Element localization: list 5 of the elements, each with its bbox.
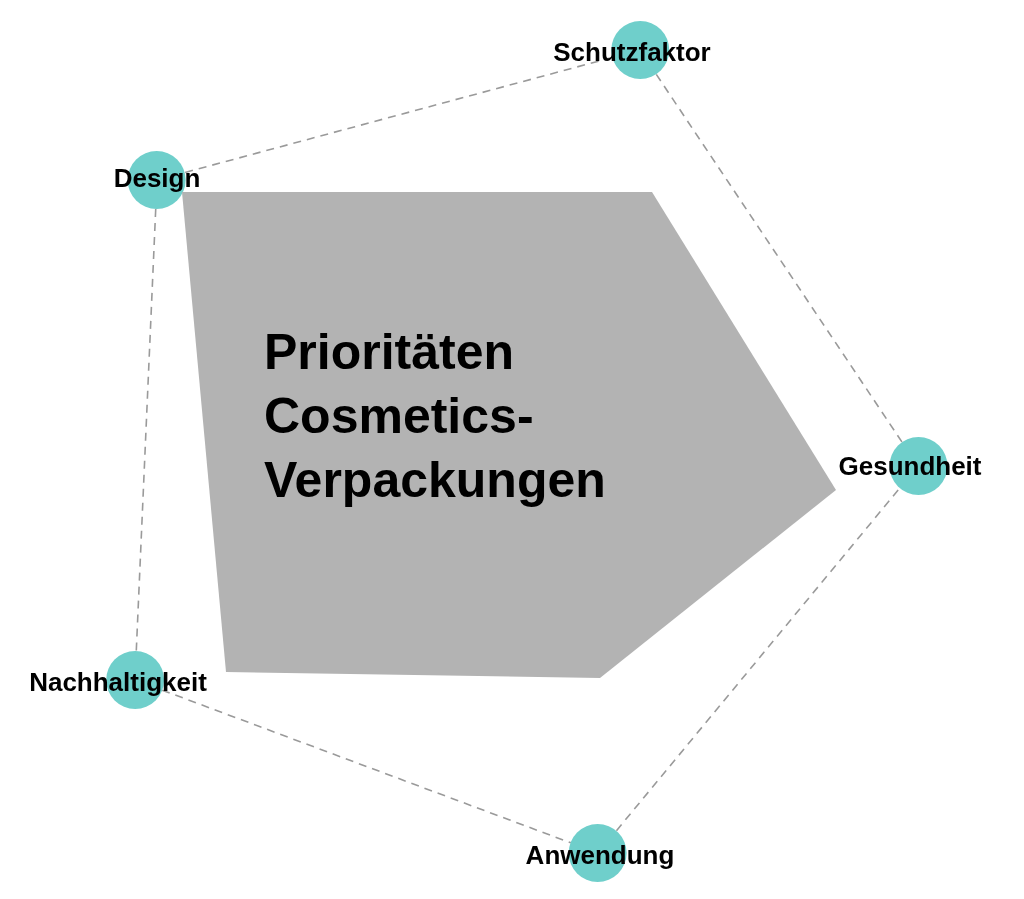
connector-line xyxy=(135,208,157,652)
connector-line xyxy=(161,689,572,844)
title-text: Prioritäten Cosmetics-Verpackungen xyxy=(264,323,607,510)
connector-line xyxy=(615,487,901,832)
connector-line xyxy=(655,73,903,443)
